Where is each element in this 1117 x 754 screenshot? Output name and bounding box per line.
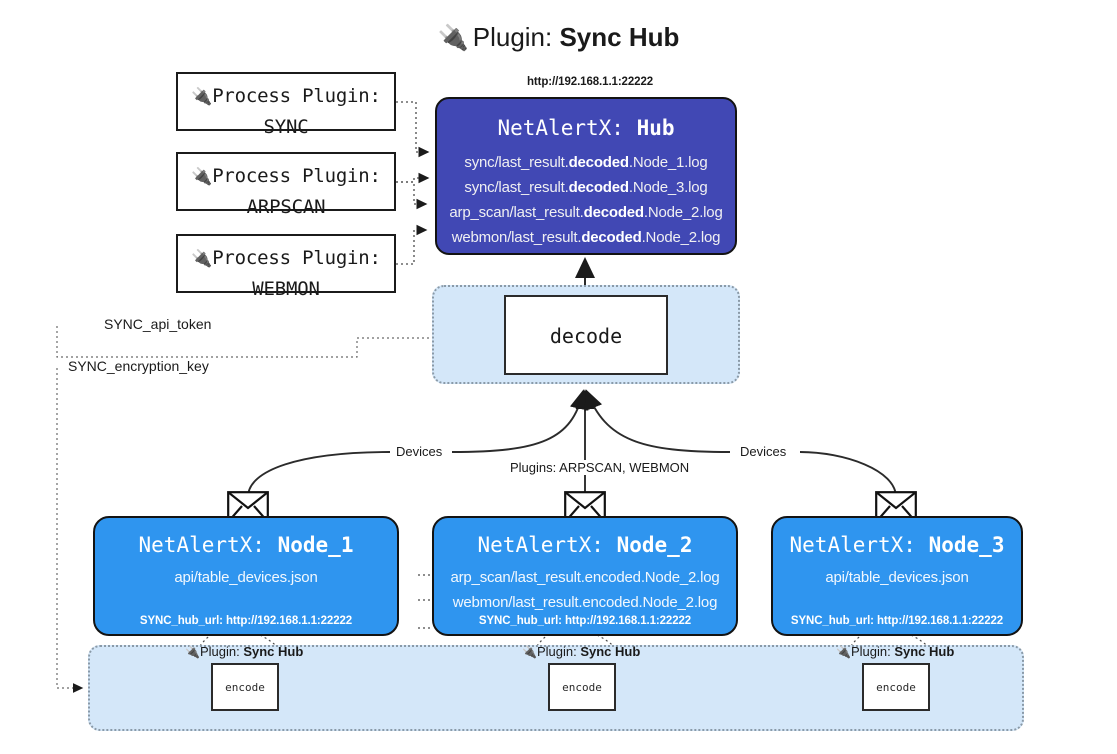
edge-label-devices-right: Devices xyxy=(736,444,791,459)
bottom-plugin-label-2: 🔌Plugin: Sync Hub xyxy=(522,644,640,659)
log-emphasis: decoded xyxy=(568,154,629,171)
node-title-name: Node_1 xyxy=(277,533,354,557)
plug-icon: 🔌 xyxy=(191,167,213,187)
node-line-list: api/table_devices.json xyxy=(773,565,1021,590)
hub-log-line: webmon/last_result.decoded.Node_2.log xyxy=(437,225,735,250)
log-post: .Node_2.log xyxy=(643,204,723,221)
hub-log-line: arp_scan/last_result.decoded.Node_2.log xyxy=(437,200,735,225)
bottom-plugin-label-3: 🔌Plugin: Sync Hub xyxy=(836,644,954,659)
log-pre: sync/last_result. xyxy=(464,154,569,171)
node-line-list: api/table_devices.json xyxy=(95,565,397,590)
hub-log-line: sync/last_result.decoded.Node_3.log xyxy=(437,175,735,200)
plug-icon: 🔌 xyxy=(185,645,200,659)
node-title: NetAlertX: Node_3 xyxy=(773,533,1021,557)
process-plugin-box-sync[interactable]: 🔌Process Plugin: SYNC xyxy=(176,72,396,138)
hub-log-line: sync/last_result.decoded.Node_1.log xyxy=(437,150,735,175)
encode-box-node3[interactable]: encode xyxy=(862,663,930,711)
plug-icon: 🔌 xyxy=(836,645,851,659)
edge-label-plugins-center: Plugins: ARPSCAN, WEBMON xyxy=(506,460,694,475)
log-post: .Node_3.log xyxy=(628,179,708,196)
bottom-plugin-name: Sync Hub xyxy=(243,644,304,659)
node-line: webmon/last_result.encoded.Node_2.log xyxy=(452,594,718,611)
node-line: api/table_devices.json xyxy=(174,569,318,586)
node-box-node1[interactable]: NetAlertX: Node_1 api/table_devices.json… xyxy=(93,516,399,636)
decode-box[interactable]: decode xyxy=(504,295,668,375)
node-title: NetAlertX: Node_1 xyxy=(95,533,397,557)
hub-box[interactable]: NetAlertX: Hub sync/last_result.decoded.… xyxy=(435,97,737,255)
plug-icon: 🔌 xyxy=(191,249,213,269)
token-label-api: SYNC_api_token xyxy=(101,316,215,332)
log-emphasis: decoded xyxy=(568,179,629,196)
page-title-name: Sync Hub xyxy=(559,22,680,52)
node-line: api/table_devices.json xyxy=(825,569,969,586)
node-footer-hub-url: SYNC_hub_url: http://192.168.1.1:22222 xyxy=(478,615,692,627)
process-plugin-box-arpscan[interactable]: 🔌Process Plugin: ARPSCAN xyxy=(176,152,396,218)
node-title-prefix: NetAlertX: xyxy=(789,533,916,557)
log-pre: sync/last_result. xyxy=(464,179,569,196)
process-plugin-line2: SYNC xyxy=(263,116,309,138)
hub-title: NetAlertX: Hub xyxy=(437,117,735,139)
node-title-name: Node_3 xyxy=(928,533,1005,557)
log-pre: arp_scan/last_result. xyxy=(449,204,584,221)
node-box-node3[interactable]: NetAlertX: Node_3 api/table_devices.json… xyxy=(771,516,1023,636)
node-footer-hub-url: SYNC_hub_url: http://192.168.1.1:22222 xyxy=(790,615,1004,627)
log-post: .Node_1.log xyxy=(628,154,708,171)
plug-icon: 🔌 xyxy=(437,24,469,52)
encode-box-node1[interactable]: encode xyxy=(211,663,279,711)
token-label-encryption: SYNC_encryption_key xyxy=(65,358,212,374)
page-title-prefix: Plugin: xyxy=(472,22,553,52)
bottom-plugin-prefix: Plugin: xyxy=(536,644,577,659)
bottom-plugin-prefix: Plugin: xyxy=(850,644,891,659)
node-footer-hub-url: SYNC_hub_url: http://192.168.1.1:22222 xyxy=(139,615,353,627)
node-line: arp_scan/last_result.encoded.Node_2.log xyxy=(450,569,720,586)
process-plugin-line2: ARPSCAN xyxy=(246,196,326,218)
node-title-prefix: NetAlertX: xyxy=(477,533,604,557)
log-emphasis: decoded xyxy=(581,229,642,246)
log-post: .Node_2.log xyxy=(641,229,721,246)
page-title: 🔌Plugin: Sync Hub xyxy=(0,14,1117,61)
bottom-plugin-name: Sync Hub xyxy=(580,644,641,659)
hub-title-prefix: NetAlertX: xyxy=(497,116,624,140)
process-plugin-line1: Process Plugin: xyxy=(212,165,381,187)
log-emphasis: decoded xyxy=(583,204,644,221)
plug-icon: 🔌 xyxy=(191,87,213,107)
log-pre: webmon/last_result. xyxy=(451,229,582,246)
process-plugin-line2: WEBMON xyxy=(252,278,320,300)
process-plugin-line1: Process Plugin: xyxy=(212,85,381,107)
plug-icon: 🔌 xyxy=(522,645,537,659)
edge-label-devices-left: Devices xyxy=(392,444,447,459)
node-title: NetAlertX: Node_2 xyxy=(434,533,736,557)
node-title-prefix: NetAlertX: xyxy=(138,533,265,557)
hub-log-list: sync/last_result.decoded.Node_1.log sync… xyxy=(437,150,735,250)
node-title-name: Node_2 xyxy=(616,533,693,557)
process-plugin-box-webmon[interactable]: 🔌Process Plugin: WEBMON xyxy=(176,234,396,300)
bottom-plugin-prefix: Plugin: xyxy=(199,644,240,659)
hub-url-label: http://192.168.1.1:22222 xyxy=(526,76,654,88)
node-line-list: arp_scan/last_result.encoded.Node_2.log … xyxy=(434,565,736,615)
bottom-plugin-name: Sync Hub xyxy=(894,644,955,659)
encode-box-node2[interactable]: encode xyxy=(548,663,616,711)
bottom-plugin-label-1: 🔌Plugin: Sync Hub xyxy=(185,644,303,659)
node-box-node2[interactable]: NetAlertX: Node_2 arp_scan/last_result.e… xyxy=(432,516,738,636)
hub-title-name: Hub xyxy=(636,116,675,140)
process-plugin-line1: Process Plugin: xyxy=(212,247,381,269)
